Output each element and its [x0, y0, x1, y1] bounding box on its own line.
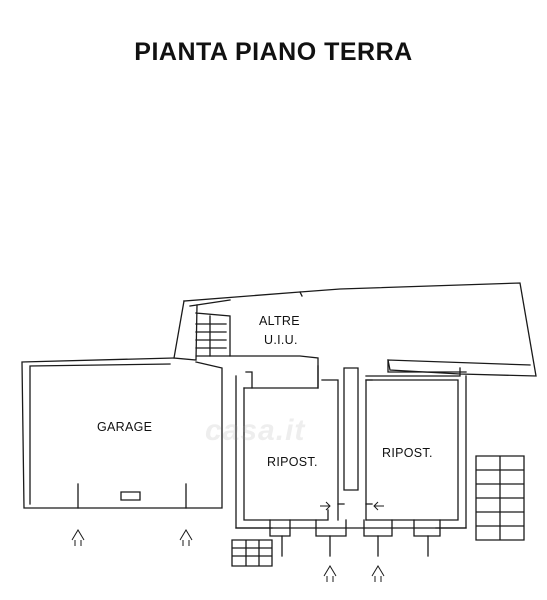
garage-door: [120, 491, 141, 501]
room-label-ripost-right: RIPOST.: [382, 446, 433, 460]
room-label-garage: GARAGE: [97, 420, 153, 434]
room-label-ripost-left: RIPOST.: [267, 455, 318, 469]
arrow-column-right: [373, 501, 384, 511]
floor-plan-title: PIANTA PIANO TERRA: [134, 38, 413, 66]
arrow-garage-right: [179, 529, 193, 546]
arrow-garage-left: [71, 529, 85, 546]
watermark: casa.it: [205, 414, 306, 447]
room-label-uiu: U.I.U.: [264, 333, 298, 347]
stair-right: [475, 455, 525, 541]
garage-walls: [21, 357, 223, 509]
stair-top: [173, 300, 231, 361]
central-column: [343, 367, 359, 491]
upper-outline: [183, 282, 537, 377]
ripost-left-walls: [235, 375, 329, 529]
arrow-ripost-right: [371, 565, 385, 582]
stair-bottom: [231, 539, 273, 567]
arrow-column-left: [320, 501, 331, 511]
arrow-ripost-left: [323, 565, 337, 582]
room-label-altre: ALTRE: [259, 314, 300, 328]
